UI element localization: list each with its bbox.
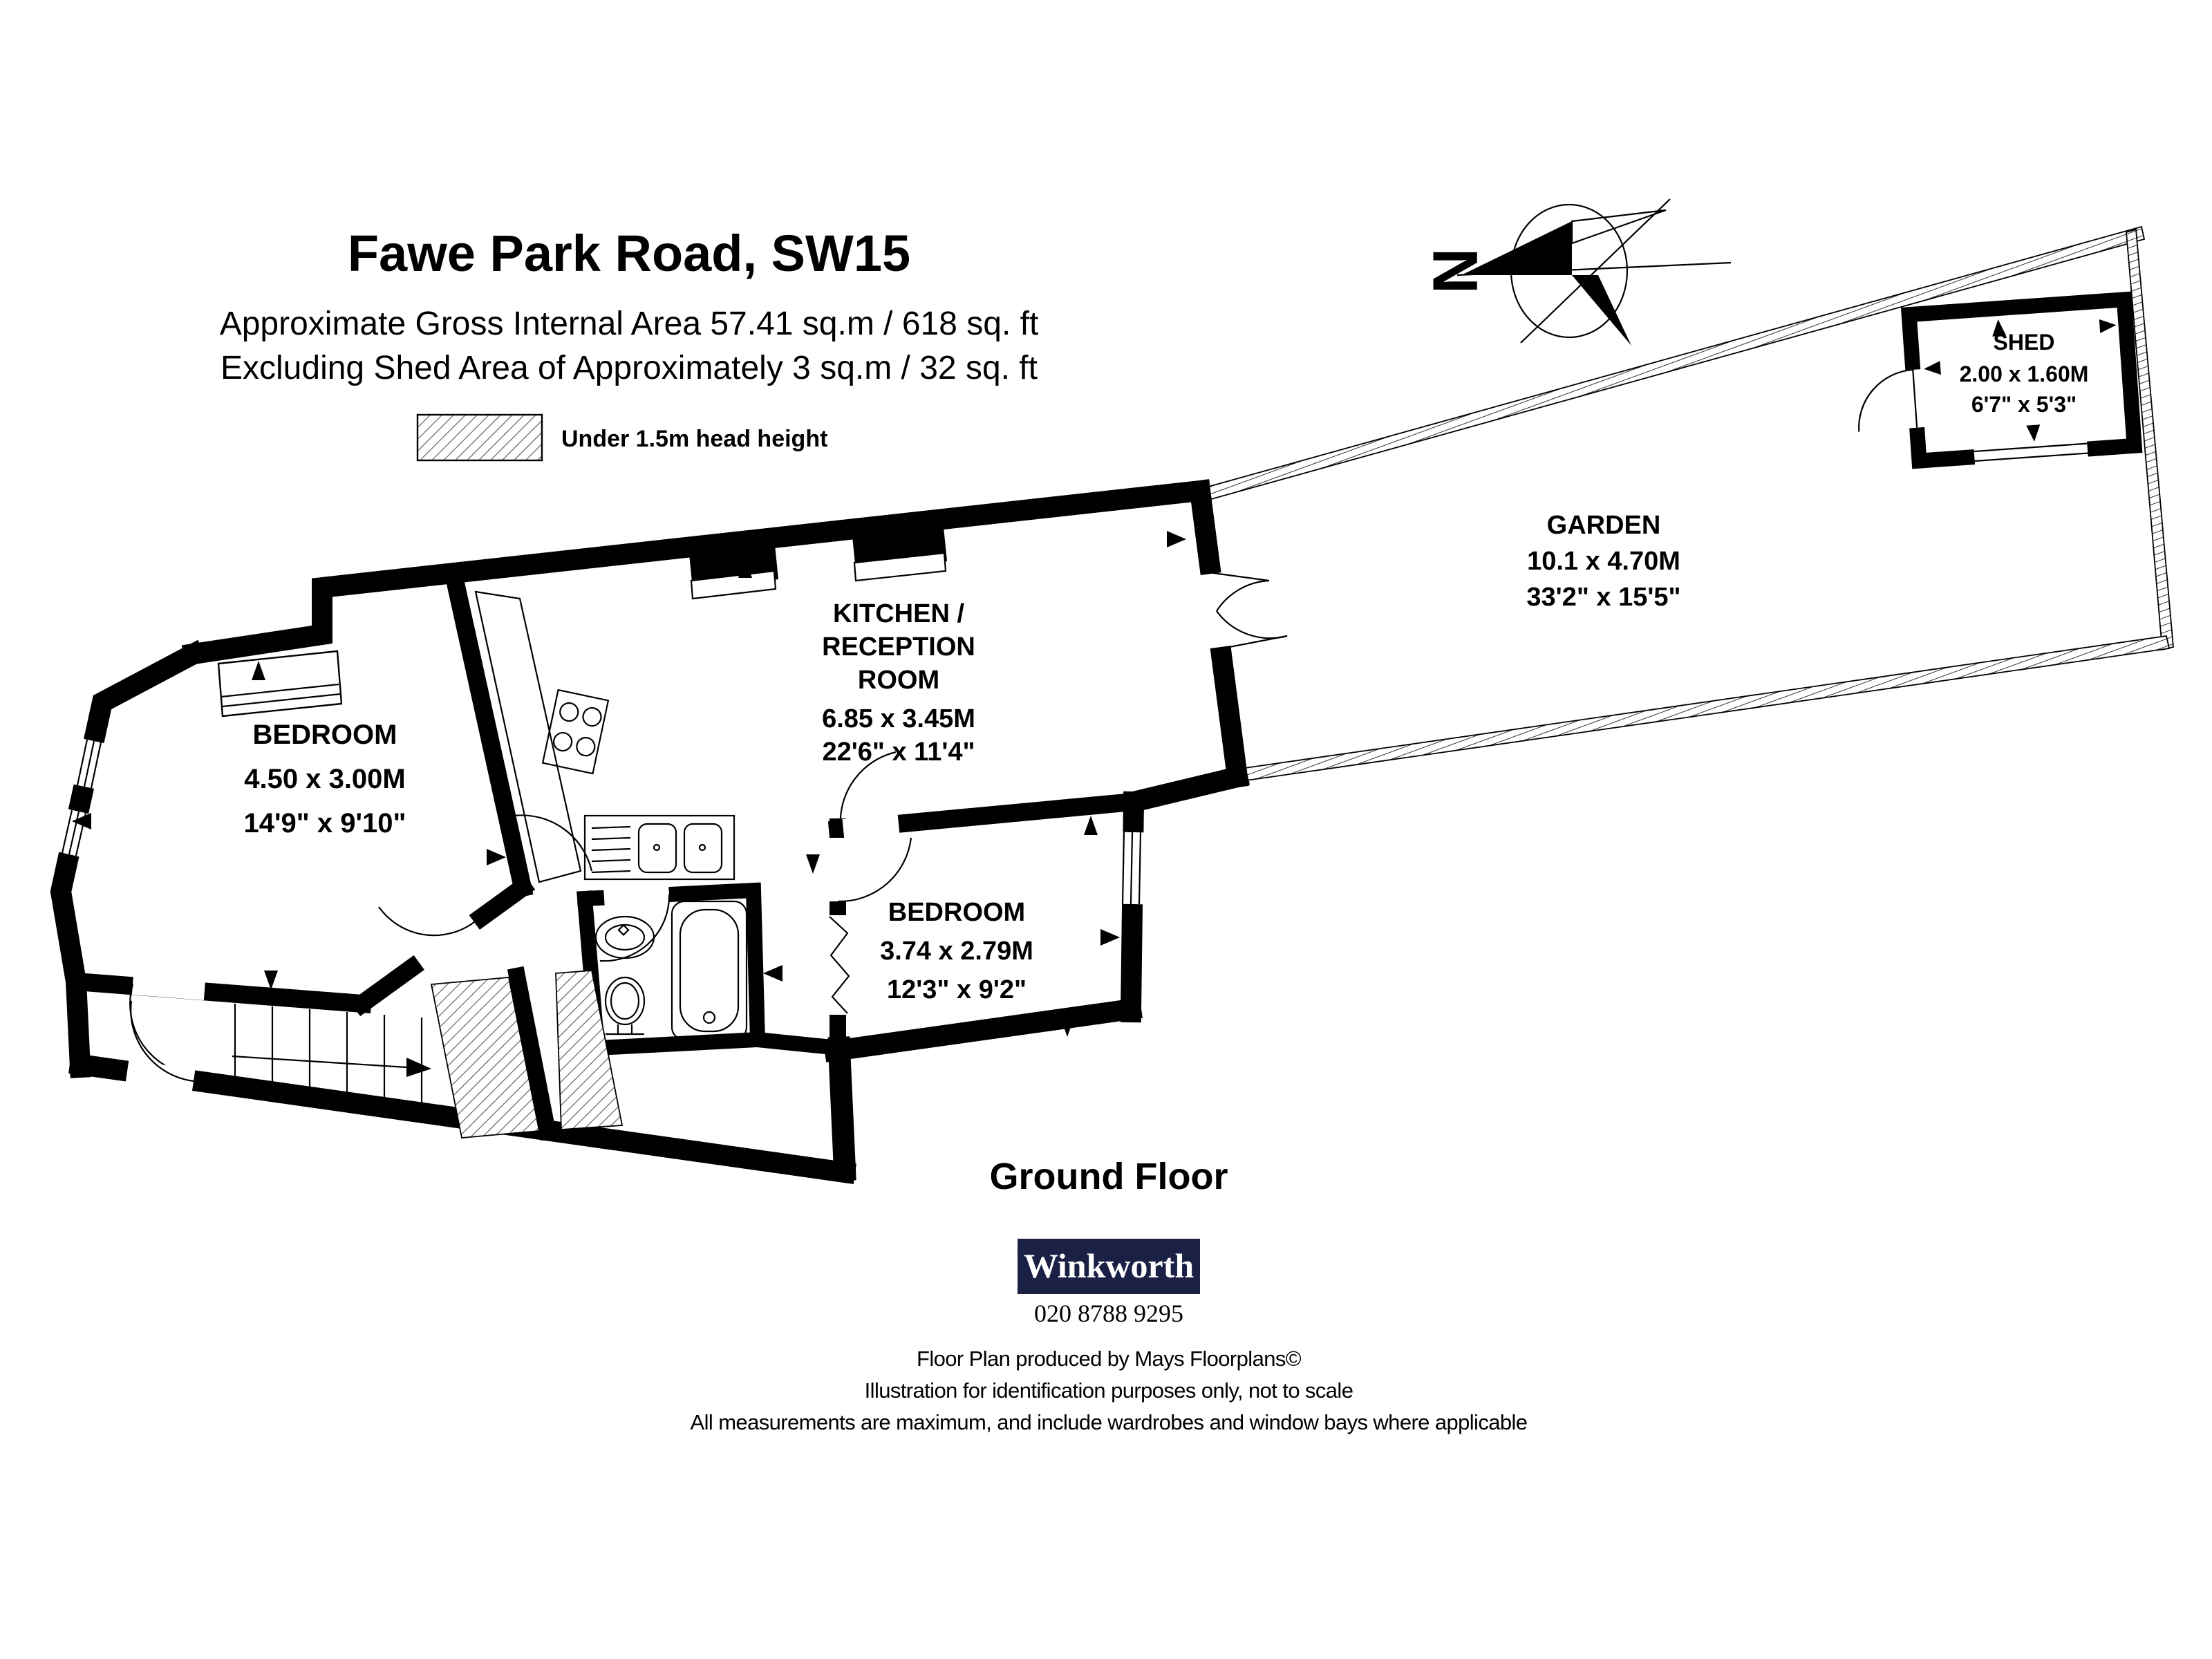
north-arrow-icon: N: [1420, 198, 1732, 346]
floor-label: Ground Floor: [990, 1156, 1228, 1197]
lobby-door-arc: [378, 906, 475, 937]
agency-name: Winkworth: [1024, 1246, 1194, 1285]
gross-area-line: Approximate Gross Internal Area 57.41 sq…: [220, 306, 1039, 342]
kitchen-metric: 6.85 x 3.45M: [822, 704, 975, 733]
garden-metric: 10.1 x 4.70M: [1527, 547, 1680, 576]
footer-line-1: Floor Plan produced by Mays Floorplans©: [917, 1347, 1302, 1371]
kitchen-label: KITCHEN / RECEPTION ROOM 6.85 x 3.45M 22…: [822, 599, 975, 767]
shed-imperial: 6'7" x 5'3": [1971, 392, 2077, 417]
footer-line-3: All measurements are maximum, and includ…: [691, 1410, 1528, 1434]
legend: Under 1.5m head height: [416, 413, 827, 462]
kitchen-imperial: 22'6" x 11'4": [822, 738, 975, 767]
kitchen-sink-unit: [583, 814, 735, 881]
bedroom-right-name: BEDROOM: [888, 898, 1025, 927]
agency-phone: 020 8788 9295: [1034, 1300, 1183, 1327]
doors: [125, 571, 1288, 1093]
bedroom-left-metric: 4.50 x 3.00M: [244, 764, 406, 794]
bedroom-left-label: BEDROOM 4.50 x 3.00M 14'9" x 9'10": [244, 720, 406, 838]
hob: [541, 688, 610, 775]
footer-line-2: Illustration for identification purposes…: [865, 1378, 1353, 1403]
under-stairs-hatch: [430, 970, 624, 1138]
shed-name: SHED: [1994, 330, 2055, 355]
kitchen-name-1: KITCHEN /: [833, 599, 964, 628]
page-title: Fawe Park Road, SW15: [348, 225, 910, 282]
bifold-door-corridor: [829, 916, 850, 1014]
agency-logo: Winkworth 020 8788 9295: [1018, 1239, 1200, 1327]
garden-name: GARDEN: [1547, 511, 1661, 540]
bedroom-right-door-arc: [837, 837, 912, 903]
front-door-arc: [130, 1000, 194, 1082]
stairs-direction-arrow: [406, 1058, 431, 1077]
shed-exclusion-line: Excluding Shed Area of Approximately 3 s…: [221, 350, 1038, 386]
kitchen-window-b: [852, 520, 947, 582]
bedroom-right-window: [1118, 832, 1145, 905]
shed-metric: 2.00 x 1.60M: [1960, 362, 2089, 386]
agency-logo-box: [1018, 1239, 1200, 1294]
shed-door-arc: [1858, 368, 1913, 432]
dimension-arrows: [72, 531, 1186, 1037]
windows: [57, 520, 1145, 905]
kitchen-corridor-door-arc: [839, 751, 897, 827]
bedroom-right-label: BEDROOM 3.74 x 2.79M 12'3" x 9'2": [880, 898, 1033, 1004]
stairs: [232, 1004, 431, 1107]
garden-fence-bottom: [1239, 635, 2171, 782]
kitchen-name-3: ROOM: [858, 666, 939, 695]
shed-label: SHED 2.00 x 1.60M 6'7" x 5'3": [1960, 330, 2089, 417]
disclaimer-block: Floor Plan produced by Mays Floorplans© …: [691, 1347, 1528, 1434]
kitchen-door-arc: [514, 814, 593, 872]
stairs-direction-line: [232, 1055, 407, 1069]
bathroom-door-arc: [599, 894, 671, 962]
garden-label: GARDEN 10.1 x 4.70M 33'2" x 15'5": [1526, 511, 1680, 612]
flat-walls: [50, 479, 1250, 1184]
header-block: Fawe Park Road, SW15 Approximate Gross I…: [220, 225, 1039, 386]
toilet: [604, 976, 646, 1035]
bathroom-fixtures: [594, 900, 748, 1041]
bedroom-right-metric: 3.74 x 2.79M: [880, 937, 1033, 966]
garden-imperial: 33'2" x 15'5": [1526, 583, 1680, 612]
basin: [594, 915, 655, 959]
garden-boundary: [1197, 225, 2174, 782]
legend-label: Under 1.5m head height: [561, 426, 827, 452]
legend-hatch-swatch: [416, 413, 543, 462]
kitchen-name-2: RECEPTION: [822, 632, 975, 662]
kitchen-counter: [474, 590, 610, 883]
bedroom-right-imperial: 12'3" x 9'2": [887, 975, 1027, 1004]
bedroom-left-top-window: [217, 650, 343, 718]
french-door-arc-1: [1216, 579, 1270, 612]
bedroom-left-imperial: 14'9" x 9'10": [244, 808, 406, 838]
shed-structure: [1858, 291, 2143, 469]
bedroom-left-name: BEDROOM: [253, 720, 397, 750]
north-letter: N: [1420, 248, 1490, 294]
bathtub: [671, 900, 748, 1041]
kitchen-window-a: [688, 538, 778, 600]
